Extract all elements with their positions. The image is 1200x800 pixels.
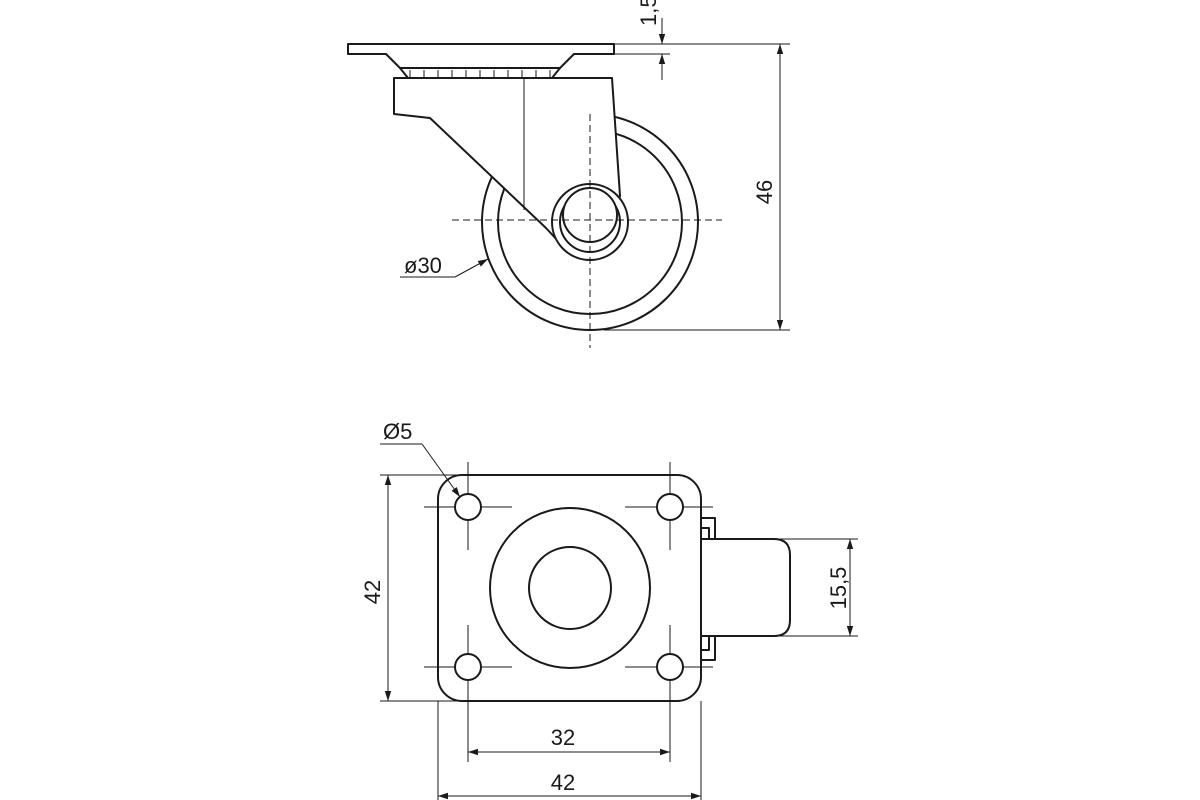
top-plate bbox=[347, 43, 615, 69]
top-view: Ø5 42 32 42 15,5 bbox=[360, 419, 858, 800]
bearing-ribs bbox=[409, 70, 551, 77]
dim-plate-height-label: 42 bbox=[360, 580, 385, 604]
mounting-hole-top-right bbox=[656, 493, 684, 521]
dim-plate-height: 42 bbox=[360, 474, 470, 702]
wheel-top-projection bbox=[700, 538, 791, 637]
dim-wheel-diameter-label: ø30 bbox=[404, 253, 442, 278]
dim-plate-thickness: 1,5 bbox=[614, 0, 790, 80]
dim-wheel-width-label: 15,5 bbox=[826, 567, 851, 610]
swivel-ring-inner bbox=[528, 546, 612, 630]
dim-total-height-label: 46 bbox=[752, 180, 777, 204]
dim-hole-spacing-label: 32 bbox=[551, 725, 575, 750]
dim-total-height: 46 bbox=[604, 44, 790, 331]
dim-wheel-diameter: ø30 bbox=[400, 253, 489, 278]
dim-plate-width-label: 42 bbox=[551, 770, 575, 795]
mounting-hole-top-left bbox=[454, 493, 482, 521]
dim-plate-thickness-label: 1,5 bbox=[636, 0, 661, 26]
wheel-projection bbox=[700, 517, 791, 661]
dim-hole-diameter-label: Ø5 bbox=[383, 419, 412, 444]
side-view: 1,5 46 ø30 bbox=[347, 0, 790, 348]
mounting-hole-bottom-right bbox=[656, 653, 684, 681]
dim-hole-diameter: Ø5 bbox=[380, 419, 461, 498]
dim-hole-spacing: 32 bbox=[467, 712, 671, 762]
dim-wheel-width: 15,5 bbox=[780, 538, 858, 637]
dim-plate-width: 42 bbox=[437, 701, 702, 800]
mounting-hole-bottom-left bbox=[454, 653, 482, 681]
